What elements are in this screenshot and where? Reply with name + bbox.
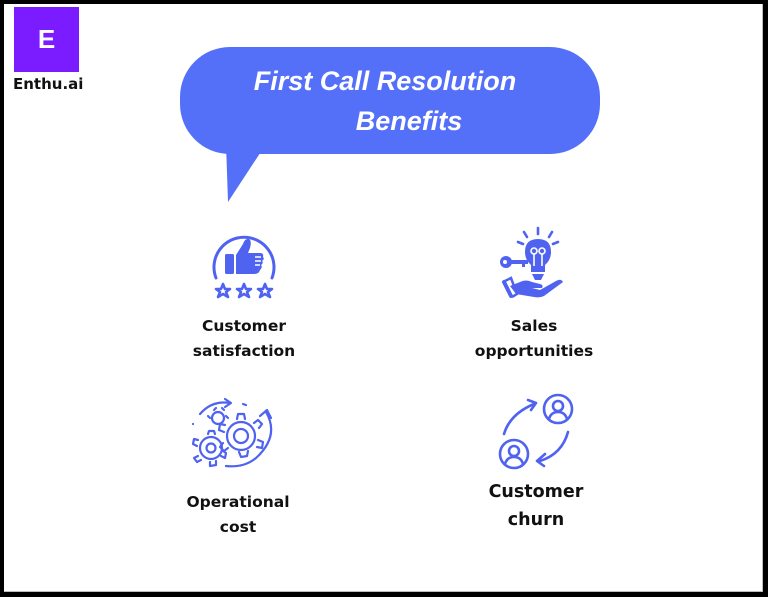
thumbs-up-stars-icon: [212, 235, 276, 299]
benefit-label: Customer churn: [489, 478, 584, 534]
gears-cycle-icon: [191, 397, 273, 468]
brand-name: Enthu.ai: [13, 75, 84, 93]
benefit-sales-opportunities: Sales opportunities: [459, 226, 609, 364]
brand-logo-letter: E: [37, 24, 56, 54]
benefit-label-line-2: opportunities: [474, 342, 594, 360]
benefit-label-line-2: cost: [219, 518, 257, 536]
benefit-label-line-1: Sales: [510, 317, 558, 335]
benefit-label-line-1: Operational: [186, 493, 290, 511]
speech-bubble-tail: [226, 144, 266, 202]
benefit-label: Sales opportunities: [475, 314, 593, 364]
benefit-customer-churn: Customer churn: [466, 392, 606, 534]
benefit-label-line-2: churn: [507, 510, 565, 530]
benefit-label-line-1: Customer: [488, 482, 584, 502]
speech-bubble-title: First Call Resolution Benefits: [180, 47, 600, 154]
brand-logo: E: [14, 7, 79, 72]
infographic-canvas: E Enthu.ai First Call Resolution Benefit…: [4, 4, 763, 592]
title-line-1: First Call Resolution: [253, 65, 517, 96]
users-exchange-icon: [498, 393, 574, 470]
title-line-2: Benefits: [355, 105, 463, 136]
benefit-operational-cost: Operational cost: [168, 396, 308, 540]
benefit-label-line-1: Customer: [201, 317, 286, 335]
benefit-label-line-2: satisfaction: [192, 342, 296, 360]
benefit-customer-satisfaction: Customer satisfaction: [174, 226, 314, 364]
benefit-label: Customer satisfaction: [193, 314, 295, 364]
benefit-label: Operational cost: [186, 490, 289, 540]
lightbulb-key-hand-icon: [500, 226, 563, 299]
